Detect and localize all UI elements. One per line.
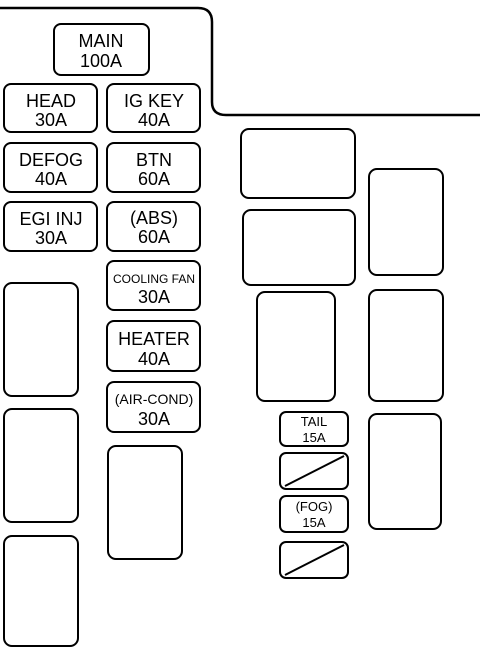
fuse-head-rating: 30A xyxy=(35,110,67,130)
fuse-air-cond-name: (AIR-COND) xyxy=(115,391,194,407)
fuse-heater-name: HEATER xyxy=(118,329,190,349)
fuse-egi-inj-name: EGI INJ xyxy=(19,209,82,229)
empty-fuse-slot[interactable] xyxy=(368,289,444,402)
empty-fuse-slot[interactable] xyxy=(242,209,356,286)
empty-fuse-slot[interactable] xyxy=(368,413,442,530)
fuse-abs[interactable]: (ABS) 60A xyxy=(106,201,201,252)
empty-fuse-slot[interactable] xyxy=(3,535,79,647)
fuse-cooling-fan-name: COOLING FAN xyxy=(113,272,195,286)
fuse-ig-key-name: IG KEY xyxy=(124,91,184,111)
fuse-egi-inj[interactable]: EGI INJ 30A xyxy=(3,201,98,252)
fuse-fog-rating: 15A xyxy=(302,515,325,530)
fuse-cooling-fan-rating: 30A xyxy=(138,287,170,307)
fuse-air-cond[interactable]: (AIR-COND) 30A xyxy=(106,381,201,433)
empty-fuse-slot[interactable] xyxy=(256,291,336,402)
empty-fuse-slot[interactable] xyxy=(3,282,79,397)
empty-fuse-slot[interactable] xyxy=(240,128,356,199)
empty-fuse-slot[interactable] xyxy=(3,408,79,523)
fuse-abs-rating: 60A xyxy=(138,227,170,247)
fuse-heater[interactable]: HEATER 40A xyxy=(106,320,201,372)
fuse-ig-key[interactable]: IG KEY 40A xyxy=(106,83,201,133)
empty-fuse-slot[interactable] xyxy=(107,445,183,560)
fuse-main-name: MAIN xyxy=(79,31,124,51)
fuse-tail-rating: 15A xyxy=(302,430,325,445)
fuse-btn[interactable]: BTN 60A xyxy=(106,142,201,193)
blanked-fuse-slot xyxy=(279,541,349,579)
fuse-ig-key-rating: 40A xyxy=(138,110,170,130)
fuse-tail[interactable]: TAIL 15A xyxy=(279,411,349,447)
fuse-defog-name: DEFOG xyxy=(19,150,83,170)
fuse-air-cond-rating: 30A xyxy=(138,409,170,429)
fuse-defog-rating: 40A xyxy=(35,169,67,189)
fuse-cooling-fan[interactable]: COOLING FAN 30A xyxy=(106,260,201,311)
fuse-box-outline xyxy=(0,6,480,117)
fuse-btn-name: BTN xyxy=(136,150,172,170)
fuse-egi-inj-rating: 30A xyxy=(35,228,67,248)
fuse-fog[interactable]: (FOG) 15A xyxy=(279,495,349,533)
empty-fuse-slot[interactable] xyxy=(368,168,444,276)
fuse-fog-name: (FOG) xyxy=(296,499,333,514)
fuse-head-name: HEAD xyxy=(26,91,76,111)
fuse-defog[interactable]: DEFOG 40A xyxy=(3,142,98,193)
fuse-tail-name: TAIL xyxy=(301,414,328,429)
fuse-btn-rating: 60A xyxy=(138,169,170,189)
fuse-main[interactable]: MAIN 100A xyxy=(53,23,150,76)
blanked-fuse-slot xyxy=(279,452,349,490)
fuse-main-rating: 100A xyxy=(80,51,122,71)
fuse-head[interactable]: HEAD 30A xyxy=(3,83,98,133)
fuse-abs-name: (ABS) xyxy=(130,208,178,228)
fuse-heater-rating: 40A xyxy=(138,349,170,369)
